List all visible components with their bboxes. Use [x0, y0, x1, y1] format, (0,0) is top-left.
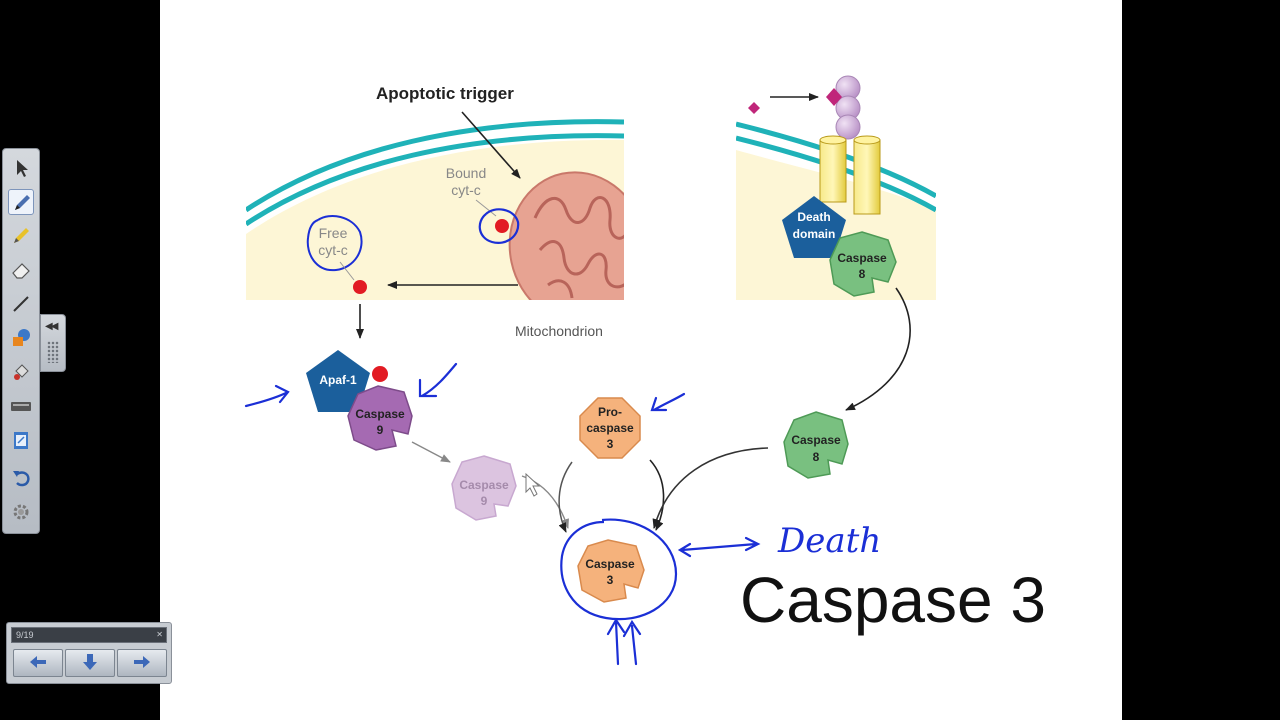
procaspase3-label-line2: caspase [586, 421, 634, 435]
toolbar-collapse-tab[interactable]: ◀◀ [40, 314, 66, 372]
bound-cytc-dot [495, 219, 509, 233]
free-cytc-label-line1: Free [319, 225, 348, 241]
caspase9-label-line2: 9 [377, 423, 384, 437]
mitochondrion-shape [508, 171, 624, 300]
ligand-ball-bottom [835, 114, 861, 140]
select-tool-button[interactable] [8, 155, 34, 181]
caspase3-shape [577, 539, 645, 603]
caspase3-label-line1: Caspase [585, 557, 635, 571]
apoptosome-cytc-dot [372, 366, 388, 382]
annotation-toolbar [2, 148, 40, 534]
undo-button[interactable] [8, 465, 34, 491]
death-domain-label-line2: domain [793, 227, 836, 241]
procaspase3-label-line3: 3 [607, 437, 614, 451]
line-tool-button[interactable] [8, 291, 34, 317]
keyboard-tool-button[interactable] [8, 393, 34, 419]
next-page-button[interactable] [117, 649, 167, 677]
mouse-pointer-icon [525, 472, 541, 497]
arrow-right-icon [134, 656, 150, 668]
shapes-tool-button[interactable] [8, 325, 34, 351]
settings-button[interactable] [8, 499, 34, 525]
caspase8-active-label-line1: Caspase [791, 433, 841, 447]
caspase9-active-shape [451, 455, 517, 521]
grip-icon [47, 341, 59, 363]
undo-icon [13, 471, 30, 487]
caspase9-active-label-line2: 9 [481, 494, 488, 508]
ligand-small-icon [748, 102, 760, 114]
gear-icon [13, 504, 29, 520]
caspase3-title: Caspase 3 [740, 564, 1046, 636]
shapes-icon [13, 329, 30, 346]
double-chevron-left-icon: ◀◀ [45, 321, 58, 332]
caspase9-active-label-line1: Caspase [459, 478, 509, 492]
line-icon [13, 296, 29, 312]
text-tool-button[interactable] [8, 427, 34, 453]
keyboard-icon [11, 402, 31, 411]
caspase8-receptor-label-line2: 8 [859, 267, 866, 281]
page-indicator: 9/19 ✕ [11, 627, 167, 643]
caspase8-active-label-line2: 8 [813, 450, 820, 464]
bound-cytc-label-line1: Bound [446, 165, 486, 181]
procaspase3-label-line1: Pro- [598, 405, 622, 419]
highlighter-tool-button[interactable] [8, 223, 34, 249]
page-number: 9/19 [16, 630, 34, 640]
paint-bucket-icon [14, 364, 29, 380]
highlighter-icon [14, 228, 29, 243]
caspase8-receptor-shape [829, 231, 897, 297]
caspase8-receptor-label-line1: Caspase [837, 251, 887, 265]
page-navigator: 9/19 ✕ [6, 622, 172, 684]
mitochondrion-label: Mitochondrion [515, 323, 603, 339]
eraser-tool-button[interactable] [8, 257, 34, 283]
eraser-icon [12, 263, 30, 279]
apaf1-shape [306, 350, 370, 412]
caspase8-active-shape [783, 411, 849, 479]
bound-cytc-label-line2: cyt-c [451, 182, 481, 198]
procaspase3-shape [579, 397, 641, 459]
apoptotic-trigger-label: Apoptotic trigger [376, 84, 514, 103]
pen-tool-button[interactable] [8, 189, 34, 215]
arrow-pointer-icon [17, 160, 28, 177]
caspase9-shape [347, 385, 413, 451]
apaf1-label: Apaf-1 [319, 373, 357, 387]
fill-tool-button[interactable] [8, 359, 34, 385]
ink-annotations [244, 362, 761, 666]
handwritten-death-label: Death [777, 521, 881, 561]
bound-ligand-icon [826, 88, 842, 106]
free-cytc-dot [353, 280, 367, 294]
death-domain-shape [782, 196, 846, 258]
caspase9-label-line1: Caspase [355, 407, 405, 421]
free-cytc-label-line2: cyt-c [318, 242, 348, 258]
pen-icon [15, 195, 30, 210]
arrow-left-icon [30, 656, 46, 668]
death-domain-label-line1: Death [797, 210, 830, 224]
arrow-down-icon [83, 654, 97, 670]
death-receptor [819, 135, 881, 215]
page-list-button[interactable] [65, 649, 115, 677]
close-icon[interactable]: ✕ [156, 630, 163, 639]
notepad-icon [14, 432, 28, 449]
slide-canvas [160, 0, 1122, 720]
ink-circle-free [306, 215, 363, 272]
previous-page-button[interactable] [13, 649, 63, 677]
ink-circle-bound [478, 208, 520, 244]
caspase3-label-line2: 3 [607, 573, 614, 587]
